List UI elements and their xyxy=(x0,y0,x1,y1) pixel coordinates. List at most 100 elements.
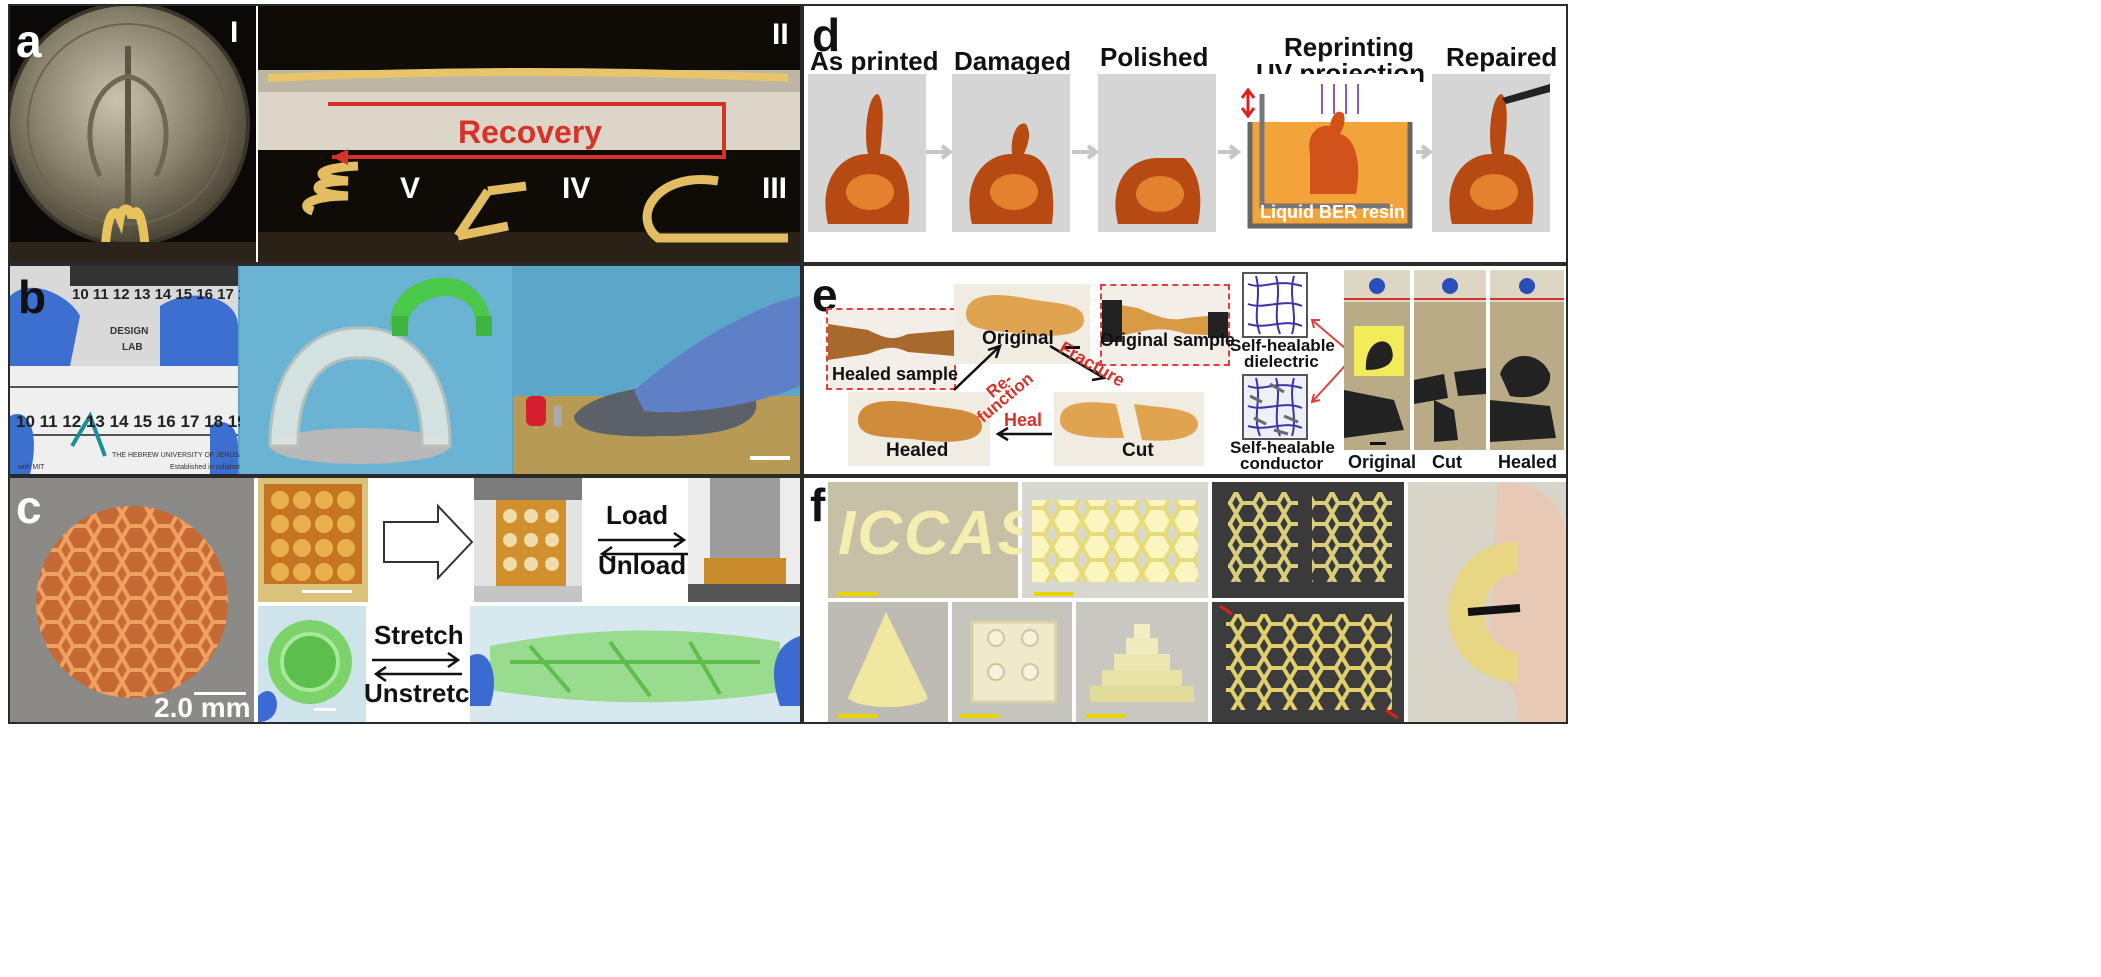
pyramid-graphic xyxy=(1086,624,1194,718)
strip-graphic xyxy=(258,68,800,262)
lattice-compressed-photo xyxy=(688,478,800,602)
healed-honeycomb-graphic xyxy=(1219,604,1399,720)
lattice-compressed-graphic xyxy=(688,478,800,602)
load-unload-arrows xyxy=(598,531,688,563)
bunny-printed-photo xyxy=(808,74,926,232)
cone-graphic xyxy=(838,612,928,718)
as-printed-label: As printed xyxy=(810,46,939,76)
healed-honeycomb-photo xyxy=(1212,602,1404,722)
iccas-letters-text: ICCAS xyxy=(838,499,1041,568)
gripper-graphic xyxy=(268,277,492,464)
unstretch-label: Unstretch xyxy=(364,678,486,708)
stage-i-label: I xyxy=(230,16,239,49)
dielectric-label-2: dielectric xyxy=(1244,352,1319,371)
honeycomb-block-photo xyxy=(1022,482,1208,598)
finger-bend-photo xyxy=(1408,482,1566,722)
bunny-repaired-graphic xyxy=(1449,84,1550,224)
cone-photo xyxy=(828,602,948,722)
bunny-polished-photo xyxy=(1098,74,1216,232)
conductor-label-2: conductor xyxy=(1240,454,1324,473)
load-label: Load xyxy=(606,500,669,530)
panel-b: 10 11 12 13 14 15 16 17 18 19 20 10 11 1… xyxy=(8,264,802,476)
lattice-photo xyxy=(10,478,254,722)
strip-healed-label: Healed xyxy=(1498,452,1558,472)
healed-label: Healed xyxy=(886,440,949,461)
damaged-label: Damaged xyxy=(954,46,1072,76)
repaired-label: Repaired xyxy=(1446,42,1558,72)
coin-graphic xyxy=(10,6,256,262)
panel-d-label: d xyxy=(812,9,841,61)
reprint-vat-photo xyxy=(1240,74,1416,232)
bunny-repaired-photo xyxy=(1432,74,1550,232)
stretch-arrows xyxy=(372,651,462,683)
press-graphic xyxy=(514,296,800,474)
strip-healed-photo xyxy=(1490,270,1564,450)
lattice-load-graphic xyxy=(474,478,582,602)
reprint-vat-graphic xyxy=(1240,84,1413,229)
transform-arrow xyxy=(383,503,474,581)
ruler-mit-text: with MIT xyxy=(18,464,45,471)
panel-a-divider xyxy=(256,6,258,262)
ruler-lab-text: LAB xyxy=(122,342,143,353)
conductor-network xyxy=(1242,374,1308,440)
pyramid-photo xyxy=(1076,602,1208,722)
panel-b-label: b xyxy=(18,271,47,323)
recovery-arrow xyxy=(328,102,726,165)
finger-bend-graphic xyxy=(1448,482,1566,722)
original-insole-photo xyxy=(954,284,1090,364)
original-sample-graphic xyxy=(1102,300,1228,342)
cut-insole-graphic xyxy=(1060,402,1198,441)
healed-insole-photo xyxy=(848,392,990,466)
original-scale-bar xyxy=(1062,346,1080,349)
cut-label: Cut xyxy=(1122,440,1154,461)
ruler-graphic xyxy=(10,266,238,474)
lattice-scale-bar-label: 2.0 mm xyxy=(154,692,251,723)
dielectric-label-1: Self-healable xyxy=(1230,336,1335,355)
strip-photo xyxy=(258,6,800,262)
panel-d-flow-arrows xyxy=(926,144,1434,160)
reprinting-label-1: Reprinting xyxy=(1284,32,1414,62)
cut-honeycomb-photo xyxy=(1212,482,1404,598)
press-photo xyxy=(514,266,800,474)
strip-original-photo xyxy=(1344,270,1410,450)
healing-cycle-arrows xyxy=(953,344,1107,442)
panel-d: d As printed Damaged Polished Reprinting… xyxy=(802,4,1568,264)
dielectric-network xyxy=(1242,272,1308,338)
dielectric-graphic xyxy=(1247,275,1303,335)
stage-iv-label: IV xyxy=(562,172,591,205)
gripper-photo xyxy=(240,266,512,474)
panel-e: e Healed sample Original Original sample… xyxy=(802,264,1568,476)
strip-original-graphic xyxy=(1344,270,1410,438)
bunny-printed-graphic xyxy=(825,94,910,224)
stage-v-label: V xyxy=(400,172,421,205)
healed-sample-graphic xyxy=(828,324,954,360)
strip-cut-photo xyxy=(1414,270,1486,450)
cut-honeycomb-graphic xyxy=(1228,492,1392,582)
panel-a: a I II III IV V Recovery xyxy=(8,4,802,264)
panel-c-label: c xyxy=(16,481,42,533)
original-sample-box xyxy=(1100,284,1230,366)
stretch-label: Stretch xyxy=(374,620,464,650)
conductor-graphic xyxy=(1247,377,1303,437)
recovery-label: Recovery xyxy=(458,114,603,150)
iccas-letters-photo xyxy=(828,482,1018,598)
stage-iii-label: III xyxy=(762,172,788,205)
bunny-damaged-photo xyxy=(952,74,1070,232)
bunny-damaged-graphic xyxy=(969,123,1054,224)
panel-c: c 2.0 mm xyxy=(8,476,802,724)
original-label: Original xyxy=(982,328,1054,349)
heal-label: Heal xyxy=(1004,410,1043,430)
ruler-photo xyxy=(10,266,238,474)
panel-f: ICCAS f xyxy=(802,476,1568,724)
panel-a-label: a xyxy=(16,15,42,67)
conductor-label-1: Self-healable xyxy=(1230,438,1335,457)
original-sample-label: Original sample xyxy=(1100,330,1236,350)
healed-insole-graphic xyxy=(858,401,982,442)
lattice-top-view xyxy=(258,478,368,602)
strip-cut-graphic xyxy=(1414,270,1486,442)
polished-label: Polished xyxy=(1100,42,1209,72)
tube-end-graphic xyxy=(258,620,352,722)
bunny-polished-graphic xyxy=(1115,158,1201,224)
ruler-numbers-bottom: 10 11 12 13 14 15 16 17 18 19 20 xyxy=(16,412,271,431)
iccas-letters-graphic xyxy=(828,482,1018,598)
